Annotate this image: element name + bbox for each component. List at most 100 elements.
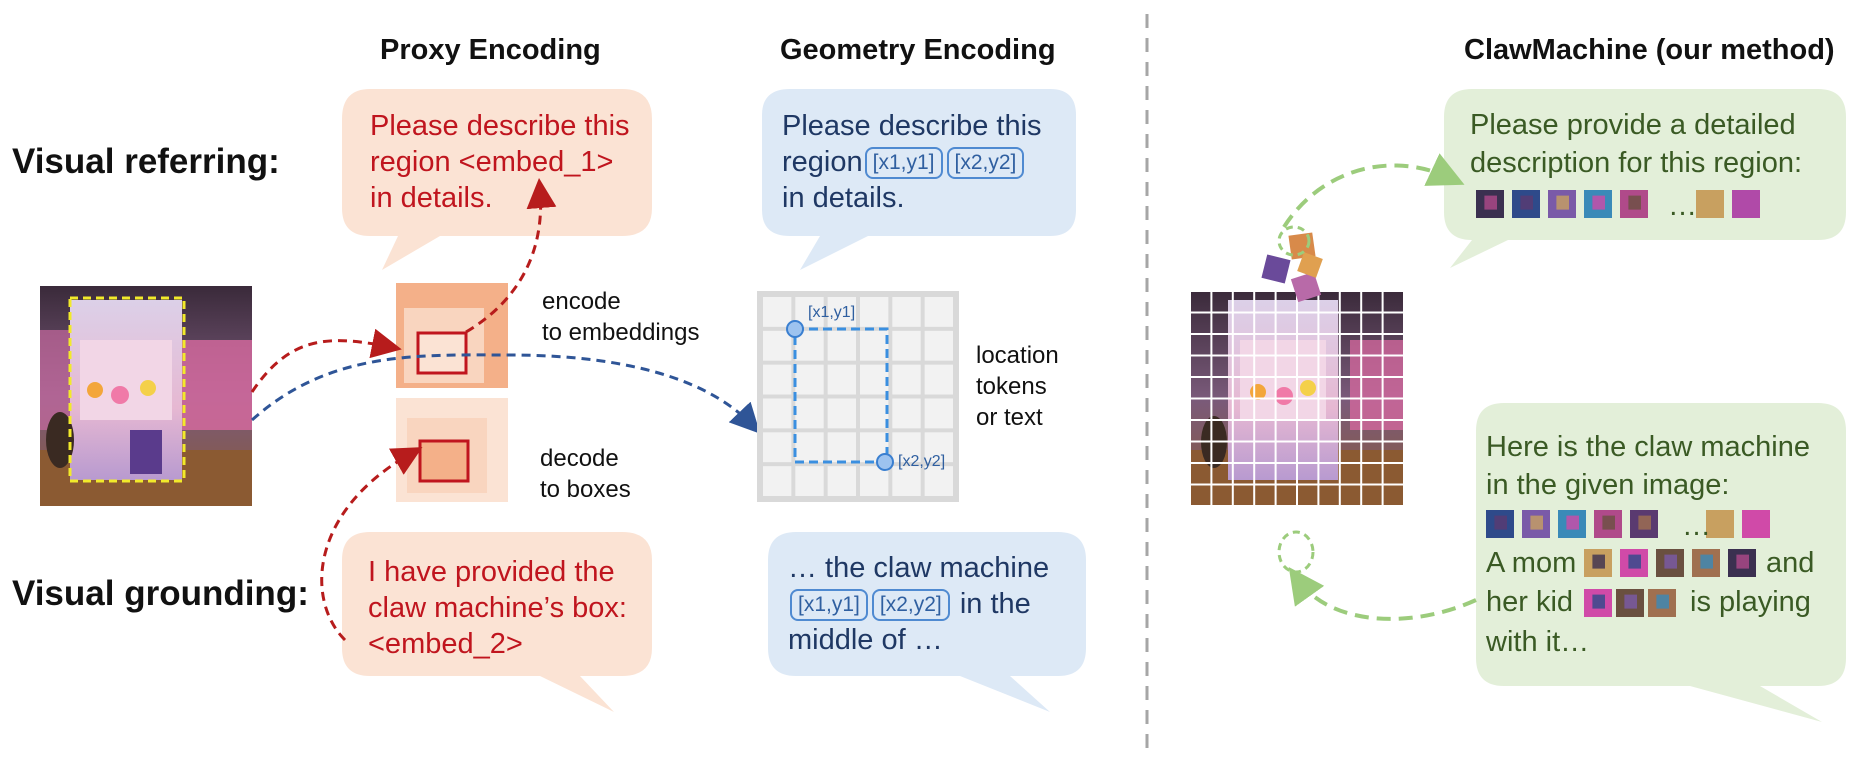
patch-thumbnail	[1696, 190, 1724, 218]
location-grid	[757, 291, 959, 502]
grid-cell	[892, 364, 921, 395]
patch-thumbnail-detail	[1624, 594, 1637, 609]
geometry-grounding-text: … the claw machine [x1,y1][x2,y2] in the…	[788, 550, 1049, 658]
grid-cell	[924, 364, 953, 395]
proxy-referring-line3: in details.	[370, 182, 493, 214]
embedding-box-encode	[396, 283, 508, 388]
grid-cell	[795, 432, 824, 463]
patch-strip-referring	[1476, 190, 1760, 218]
claw-grounding-her-kid: her kid	[1486, 586, 1574, 618]
location-token-x1y1: [x1,y1]	[790, 589, 868, 622]
arrow-photo-to-encode	[250, 328, 402, 393]
green-arrow-from-grounding	[1288, 566, 1477, 621]
geometry-grounding-line1: … the claw machine	[788, 552, 1050, 584]
patch-thumbnail-detail	[1664, 554, 1677, 569]
patch-strip-kid	[1584, 589, 1676, 617]
location-note-line2: tokens	[976, 373, 1047, 400]
grid-cell	[763, 398, 792, 429]
grid-box-dashed	[793, 327, 889, 464]
grid-label-x1y1: [x1,y1]	[808, 304, 855, 321]
patch-thumbnail	[1706, 510, 1734, 538]
grid-cell	[795, 398, 824, 429]
grid-cell	[827, 330, 856, 361]
patch-thumbnail-detail	[1592, 594, 1605, 609]
grid-label-x2y2: [x2,y2]	[898, 453, 945, 470]
claw-grounding-mom: A mom	[1486, 547, 1577, 579]
claw-grounding-and: and	[1766, 547, 1815, 579]
grid-cell	[827, 432, 856, 463]
encode-note-line1: encode	[542, 288, 621, 315]
patch-thumbnail-detail	[1484, 195, 1497, 210]
patch-thumbnail-detail	[1530, 515, 1543, 530]
grid-cell	[924, 398, 953, 429]
proxy-referring-text: Please describe this region <embed_1> in…	[370, 108, 630, 216]
claw-machine-photo	[40, 286, 252, 506]
encode-note: encode to embeddings	[542, 286, 699, 348]
grid-cell	[892, 466, 921, 496]
grid-cell	[763, 364, 792, 395]
claw-grounding-line2: in the given image:	[1486, 469, 1730, 501]
geometry-encoding-title: Geometry Encoding	[780, 34, 1056, 66]
grid-cell	[827, 297, 856, 327]
geometry-grounding-line2: [x1,y1][x2,y2] in the	[788, 586, 1049, 622]
patch-thumbnail	[1732, 190, 1760, 218]
decode-note-line1: decode	[540, 445, 619, 472]
patch-strip-mom	[1584, 549, 1756, 577]
location-note-line3: or text	[976, 404, 1043, 431]
proxy-encoding-title: Proxy Encoding	[380, 34, 601, 66]
grid-cell	[860, 466, 889, 496]
proxy-grounding-text: I have provided the claw machine’s box: …	[368, 554, 627, 662]
patch-thumbnail-detail	[1520, 195, 1533, 210]
green-arrow-to-referring	[1282, 153, 1465, 229]
decode-note: decode to boxes	[540, 443, 631, 505]
claw-referring-line1: Please provide a detailed	[1470, 109, 1796, 141]
grid-cell	[924, 330, 953, 361]
proxy-referring-line2: region <embed_1>	[370, 146, 614, 178]
grid-cell	[827, 398, 856, 429]
patch-thumbnail-detail	[1628, 554, 1641, 569]
location-tokens-note: location tokens or text	[976, 340, 1059, 433]
patch-thumbnail-detail	[1656, 594, 1669, 609]
patch-thumbnail-detail	[1736, 554, 1749, 569]
claw-grounding-ellipsis: …	[1682, 510, 1711, 542]
location-note-line1: location	[976, 342, 1059, 369]
claw-grounding-with-it: with it…	[1486, 626, 1590, 658]
arrow-grounding-to-decode	[320, 447, 423, 642]
patch-thumbnail-detail	[1592, 195, 1605, 210]
embedding-box-decode	[396, 398, 508, 502]
grid-cell	[860, 330, 889, 361]
geometry-referring-line3: in details.	[782, 182, 905, 214]
patch-thumbnail-detail	[1556, 195, 1569, 210]
bounding-box-overlay	[68, 296, 186, 483]
arrow-photo-to-geometry	[250, 353, 761, 434]
proxy-grounding-line3: <embed_2>	[368, 628, 523, 660]
grid-cell	[763, 466, 792, 496]
geometry-grounding-bubble	[768, 532, 1086, 712]
geometry-grounding-in-the: in the	[959, 588, 1031, 620]
location-token-x2y2: [x2,y2]	[871, 589, 950, 622]
grid-cell	[924, 432, 953, 463]
proxy-grounding-line2: claw machine’s box:	[368, 592, 627, 624]
proxy-grounding-line1: I have provided the	[368, 556, 615, 588]
grid-point-x2y2	[876, 453, 894, 471]
grid-cell	[795, 466, 824, 496]
location-token-x1y1: [x1,y1]	[864, 147, 943, 180]
patch-thumbnail-detail	[1602, 515, 1615, 530]
claw-grounding-line1: Here is the claw machine	[1486, 431, 1810, 463]
grid-cell	[892, 432, 921, 463]
grid-cell	[827, 466, 856, 496]
geometry-grounding-line3: middle of …	[788, 624, 943, 656]
green-loop-bottom	[1277, 530, 1315, 574]
patch-thumbnail-detail	[1700, 554, 1713, 569]
clawmachine-title: ClawMachine (our method)	[1464, 34, 1835, 66]
patch-thumbnail	[1742, 510, 1770, 538]
patch-thumbnail-detail	[1592, 554, 1605, 569]
grid-cell	[860, 297, 889, 327]
location-token-x2y2: [x2,y2]	[946, 147, 1025, 180]
visual-referring-label: Visual referring:	[12, 142, 280, 181]
grid-cell	[860, 398, 889, 429]
geometry-referring-text: Please describe this region[x1,y1][x2,y2…	[782, 108, 1042, 216]
claw-referring-ellipsis: …	[1668, 190, 1697, 222]
visual-grounding-label: Visual grounding:	[12, 574, 309, 613]
